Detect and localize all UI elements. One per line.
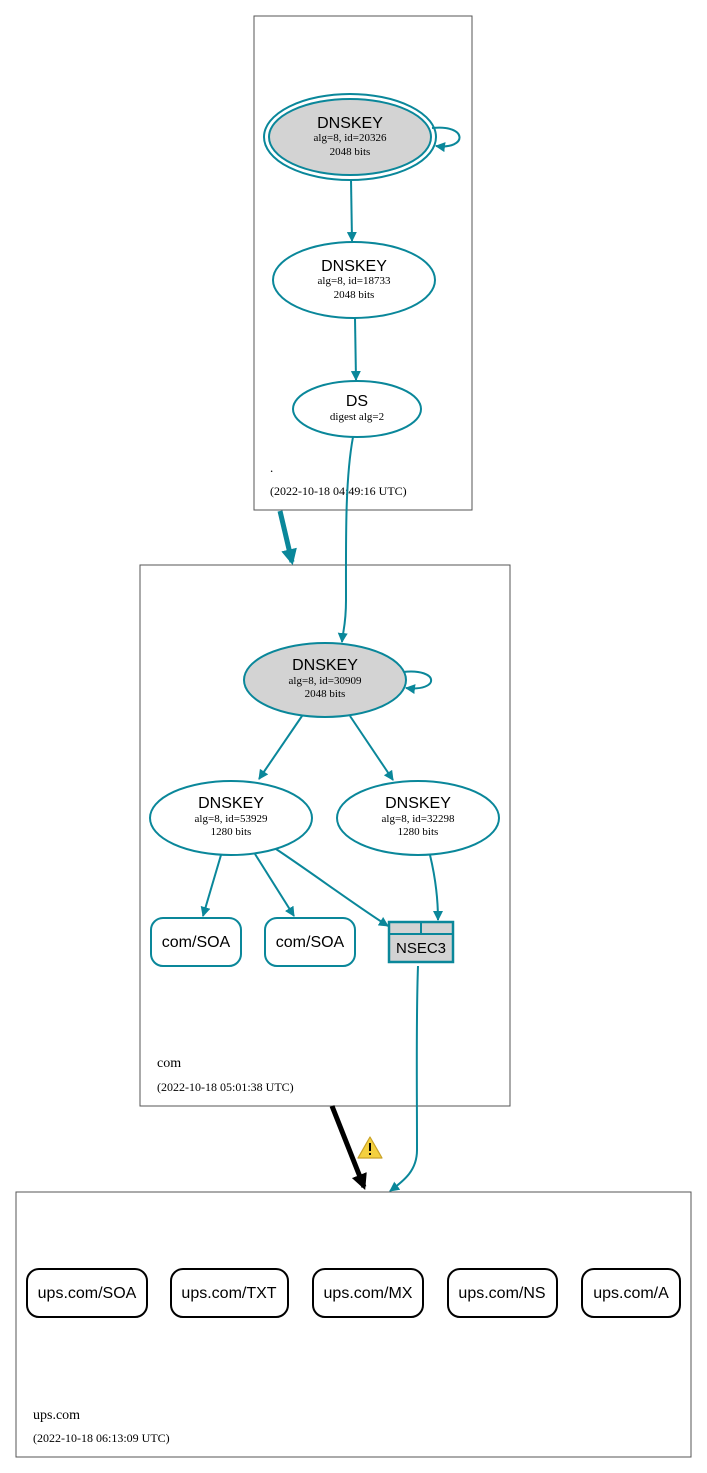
- edge-nsec3-ups: [389, 965, 419, 1192]
- node-root-ds-line1: digest alg=2: [330, 411, 384, 423]
- node-com-zsk2-title: DNSKEY: [385, 795, 451, 812]
- node-root-zsk-line1: alg=8, id=18733: [318, 275, 391, 287]
- node-root-ds[interactable]: DS digest alg=2: [292, 380, 422, 438]
- record-ups-soa-label: ups.com/SOA: [38, 1285, 137, 1302]
- node-com-soa-2[interactable]: com/SOA: [264, 917, 356, 967]
- edge-zsk1-nsec3: [275, 848, 389, 927]
- zone-root-timestamp: (2022-10-18 04:49:16 UTC): [270, 484, 407, 498]
- record-ups-ns[interactable]: ups.com/NS: [447, 1268, 558, 1318]
- node-root-zsk-title: DNSKEY: [321, 258, 387, 275]
- edge-com-ksk-zsk2: [349, 715, 394, 781]
- record-ups-txt[interactable]: ups.com/TXT: [170, 1268, 289, 1318]
- warning-triangle-icon[interactable]: [357, 1136, 383, 1159]
- zone-ups-name: ups.com: [33, 1408, 80, 1423]
- zone-ups-box: [15, 1191, 692, 1458]
- node-root-ksk[interactable]: DNSKEY alg=8, id=20326 2048 bits: [263, 93, 437, 181]
- delegation-root-com: [277, 510, 297, 566]
- edges: [200, 126, 461, 1192]
- node-com-zsk1-title: DNSKEY: [198, 795, 264, 812]
- node-root-ds-title: DS: [346, 393, 368, 410]
- record-ups-mx-label: ups.com/MX: [324, 1285, 413, 1302]
- zone-ups-timestamp: (2022-10-18 06:13:09 UTC): [33, 1431, 170, 1445]
- node-com-zsk2-line1: alg=8, id=32298: [382, 813, 455, 825]
- node-com-zsk1[interactable]: DNSKEY alg=8, id=53929 1280 bits: [149, 780, 313, 856]
- node-nsec3-label: NSEC3: [396, 940, 446, 957]
- edge-zsk1-soa2: [254, 853, 295, 917]
- zone-com-name: com: [157, 1056, 181, 1071]
- node-com-zsk2[interactable]: DNSKEY alg=8, id=32298 1280 bits: [336, 780, 500, 856]
- record-ups-a-label: ups.com/A: [593, 1285, 669, 1302]
- edge-ds-com-ksk: [337, 436, 354, 643]
- record-ups-soa[interactable]: ups.com/SOA: [26, 1268, 148, 1318]
- edge-com-ksk-self: [402, 670, 433, 695]
- edge-zsk1-soa1: [200, 854, 222, 917]
- node-root-zsk[interactable]: DNSKEY alg=8, id=18733 2048 bits: [272, 241, 436, 319]
- zone-com-timestamp: (2022-10-18 05:01:38 UTC): [157, 1080, 294, 1094]
- node-com-ksk-line2: 2048 bits: [305, 688, 346, 700]
- delegation-com-ups: [329, 1105, 367, 1190]
- record-ups-txt-label: ups.com/TXT: [181, 1285, 276, 1302]
- node-root-ksk-line2: 2048 bits: [330, 146, 371, 158]
- node-com-soa-1-label: com/SOA: [162, 934, 231, 951]
- node-com-ksk-title: DNSKEY: [292, 657, 358, 674]
- node-com-zsk1-line1: alg=8, id=53929: [195, 813, 268, 825]
- record-ups-a[interactable]: ups.com/A: [581, 1268, 681, 1318]
- node-com-soa-2-label: com/SOA: [276, 934, 345, 951]
- node-com-ksk-line1: alg=8, id=30909: [289, 675, 362, 687]
- zone-root-name: .: [270, 460, 273, 475]
- edge-com-ksk-zsk1: [258, 715, 303, 780]
- record-ups-ns-label: ups.com/NS: [458, 1285, 545, 1302]
- node-root-ksk-line1: alg=8, id=20326: [314, 132, 387, 144]
- node-root-zsk-line2: 2048 bits: [334, 289, 375, 301]
- edge-root-ksk-zsk: [346, 178, 357, 242]
- edge-zsk2-nsec3: [429, 854, 443, 921]
- edge-root-ksk-self: [431, 126, 461, 153]
- node-com-zsk2-line2: 1280 bits: [398, 826, 439, 838]
- ups-records: ups.com/SOA ups.com/TXT ups.com/MX ups.c…: [26, 1268, 681, 1318]
- node-com-soa-1[interactable]: com/SOA: [150, 917, 242, 967]
- node-nsec3[interactable]: NSEC3: [387, 920, 455, 964]
- edge-root-zsk-ds: [350, 317, 361, 381]
- zone-ups: ups.com (2022-10-18 06:13:09 UTC): [15, 1191, 692, 1458]
- node-root-ksk-title: DNSKEY: [317, 115, 383, 132]
- node-com-zsk1-line2: 1280 bits: [211, 826, 252, 838]
- record-ups-mx[interactable]: ups.com/MX: [312, 1268, 424, 1318]
- node-com-ksk[interactable]: DNSKEY alg=8, id=30909 2048 bits: [243, 642, 407, 718]
